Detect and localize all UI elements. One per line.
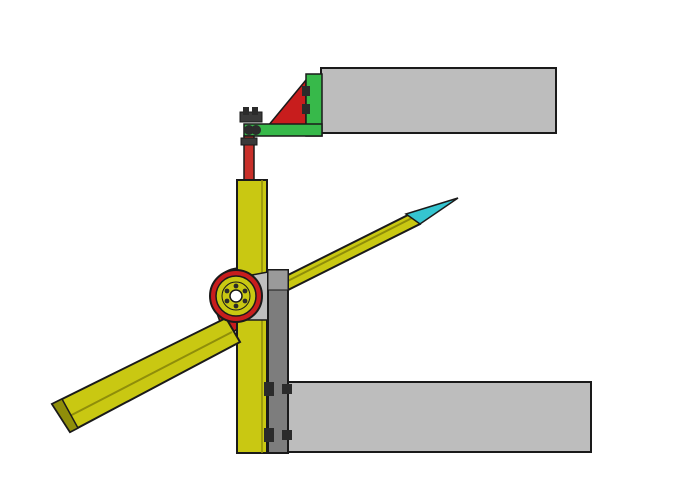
- lever-arm-lower-edge: [61, 331, 233, 421]
- mounting-plate-cap: [267, 269, 289, 291]
- upper-gray-block: [320, 67, 557, 134]
- lever-arm-lower: [50, 316, 242, 434]
- lower-bolts: [264, 382, 292, 442]
- lever-end-cap: [50, 398, 80, 433]
- mounting-plate: [267, 269, 289, 454]
- pivot-hub: [209, 269, 263, 323]
- lever-tip: [404, 197, 459, 225]
- bracket-gusset: [266, 77, 307, 127]
- lever-arm-upper-edge: [265, 215, 417, 293]
- lower-gray-block: [287, 381, 592, 453]
- tie-rod-collar: [240, 137, 258, 146]
- bracket-bolts: [239, 86, 310, 135]
